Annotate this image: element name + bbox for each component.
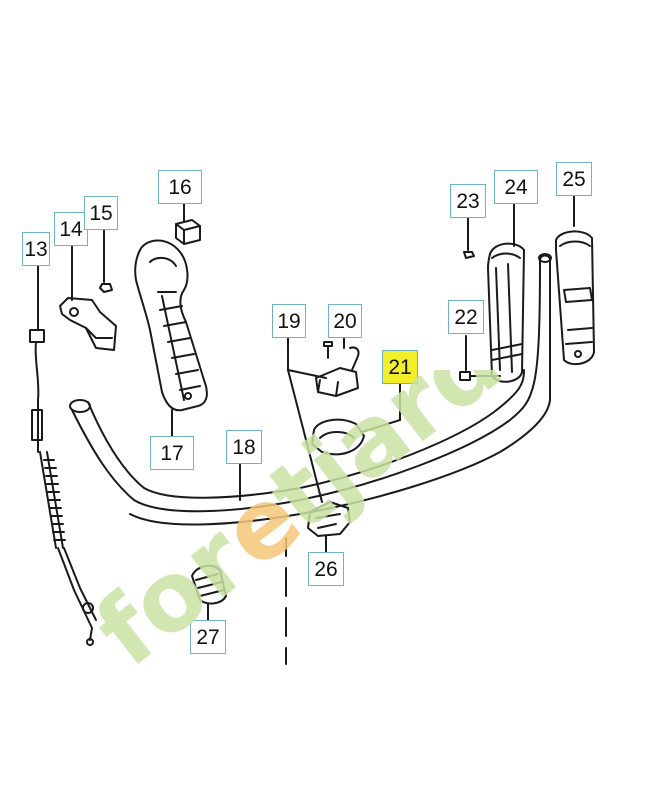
callout-label: 19 (277, 310, 301, 333)
callout-27: 27 (190, 620, 226, 654)
callout-label: 27 (196, 626, 220, 649)
callout-21: 21 (382, 350, 418, 384)
callout-19: 19 (272, 304, 306, 338)
callout-label: 16 (168, 176, 192, 199)
bracket-part-14 (59, 245, 117, 351)
callout-13: 13 (22, 232, 50, 266)
pin-part-23 (463, 215, 475, 259)
callout-label: 15 (89, 202, 113, 225)
clamp-part-21 (311, 367, 401, 456)
callout-label: 25 (562, 168, 586, 191)
callout-label: 26 (314, 558, 338, 581)
throttle-cable-part-13 (29, 261, 97, 646)
callout-23: 23 (450, 184, 486, 218)
callout-label: 22 (454, 306, 478, 329)
callout-label: 14 (59, 218, 83, 241)
clamp-part-26 (307, 501, 351, 555)
callout-15: 15 (84, 196, 118, 230)
callout-label: 18 (232, 436, 256, 459)
callout-label: 17 (160, 442, 184, 465)
callout-label: 24 (504, 176, 528, 199)
handle-half-part-25 (555, 195, 595, 366)
callout-18: 18 (226, 430, 262, 464)
callout-14: 14 (54, 212, 88, 246)
callout-24: 24 (494, 170, 538, 204)
callout-label: 13 (24, 238, 48, 261)
nut-part-15 (99, 229, 113, 293)
handle-grip-part-17 (134, 239, 208, 437)
callout-25: 25 (556, 162, 592, 196)
callout-20: 20 (328, 304, 362, 338)
callout-26: 26 (308, 552, 344, 586)
bolt-part-22 (459, 335, 501, 381)
callout-label: 21 (388, 356, 412, 379)
callout-22: 22 (448, 300, 484, 334)
leader-part-19 (287, 333, 327, 503)
handle-half-part-24 (487, 201, 525, 383)
grip-cap-part-27 (191, 564, 227, 621)
screw-part-20 (323, 333, 360, 371)
cap-part-16 (175, 203, 201, 245)
handlebar-tube-part-18 (69, 253, 552, 526)
callout-label: 20 (333, 310, 357, 333)
callout-16: 16 (158, 170, 202, 204)
callout-label: 23 (456, 190, 480, 213)
callout-17: 17 (150, 436, 194, 470)
